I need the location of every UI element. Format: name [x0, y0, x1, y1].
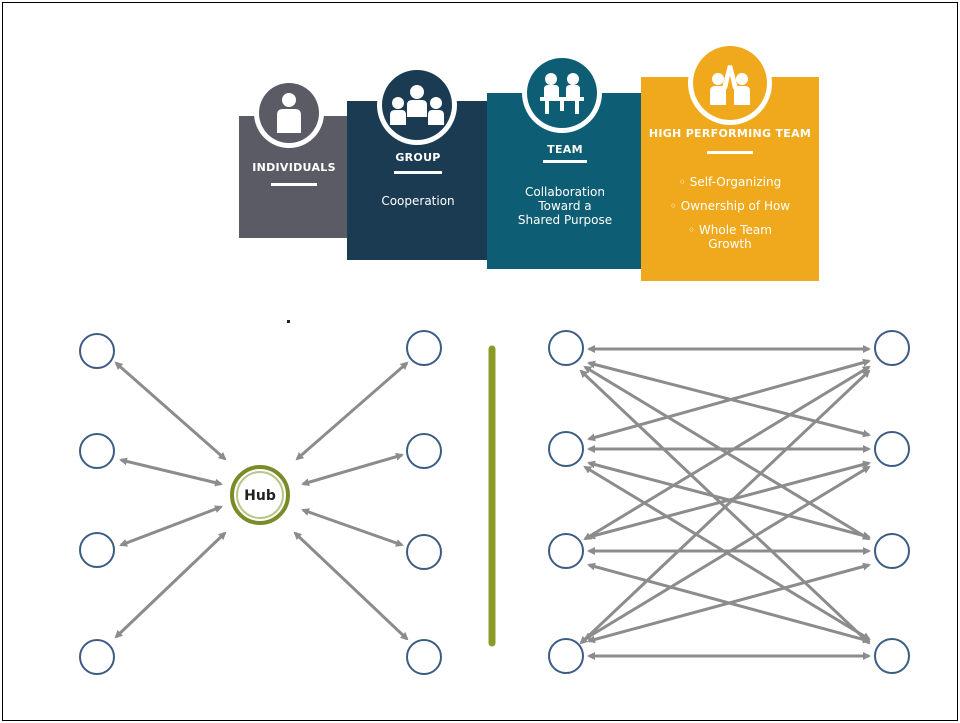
hub-spoke-arrow [301, 508, 404, 547]
team-meeting-icon [540, 73, 584, 114]
team-title: TEAM [547, 143, 583, 156]
high-five-icon [710, 65, 750, 105]
hub-arrows [114, 361, 409, 641]
node-circle [874, 330, 910, 366]
high-performing-rule [707, 151, 753, 154]
individuals-badge [254, 78, 324, 148]
group-title: GROUP [395, 151, 441, 164]
high-performing-badge [688, 41, 772, 125]
team-badge [522, 53, 602, 133]
group-rule [394, 171, 442, 174]
node-circle [79, 333, 115, 369]
team-description-line: Shared Purpose [517, 213, 613, 227]
stray-dot [287, 320, 290, 323]
node-circle [406, 330, 442, 366]
bullet-ownership: ◦ Ownership of How [669, 199, 791, 213]
hub-spoke-arrow [114, 531, 227, 639]
person-icon [277, 93, 301, 133]
node-circle [874, 533, 910, 569]
bullet-self-organizing: ◦ Self-Organizing [678, 175, 782, 189]
node-circle [79, 433, 115, 469]
bullet-whole-team: ◦ Whole Team [688, 223, 772, 237]
node-circle [79, 639, 115, 675]
mesh-arrows [579, 345, 871, 660]
group-icon [390, 85, 444, 125]
high-performing-bullets: ◦ Self-Organizing ◦ Ownership of How ◦ W… [641, 175, 819, 251]
hub-label: Hub [244, 488, 276, 504]
group-badge [377, 65, 457, 145]
bullet-growth: Growth [708, 237, 752, 251]
network-diagrams: Hub [79, 330, 910, 675]
node-circle [548, 533, 584, 569]
node-circle [548, 330, 584, 366]
team-rule [543, 160, 587, 163]
hub-inner-ring [236, 471, 284, 519]
team-description-line: Toward a [538, 199, 592, 213]
node-circle [548, 431, 584, 467]
hub-spoke-arrow [119, 457, 223, 487]
high-performing-title: HIGH PERFORMING TEAM [648, 127, 812, 140]
node-circle [406, 534, 442, 570]
node-circle [874, 638, 910, 674]
hub-spoke-arrow [301, 452, 404, 487]
group-description: Cooperation [381, 194, 455, 208]
node-circle [548, 638, 584, 674]
team-description-line: Collaboration [525, 185, 605, 199]
hub-spoke-arrow [295, 361, 409, 461]
high-performing-card: HIGH PERFORMING TEAM ◦ Self-Organizing ◦… [641, 77, 819, 281]
node-circle [406, 639, 442, 675]
hub-spoke-arrow [293, 531, 409, 641]
node-circle [406, 433, 442, 469]
hub-spoke-arrow [114, 361, 227, 461]
hub-spoke-arrow [119, 505, 223, 547]
node-circle [79, 532, 115, 568]
node-circle [874, 431, 910, 467]
team-description: Collaboration Toward a Shared Purpose [487, 185, 643, 227]
individuals-title: INDIVIDUALS [252, 161, 336, 174]
mesh-arrow [579, 369, 871, 645]
individuals-rule [271, 183, 317, 186]
